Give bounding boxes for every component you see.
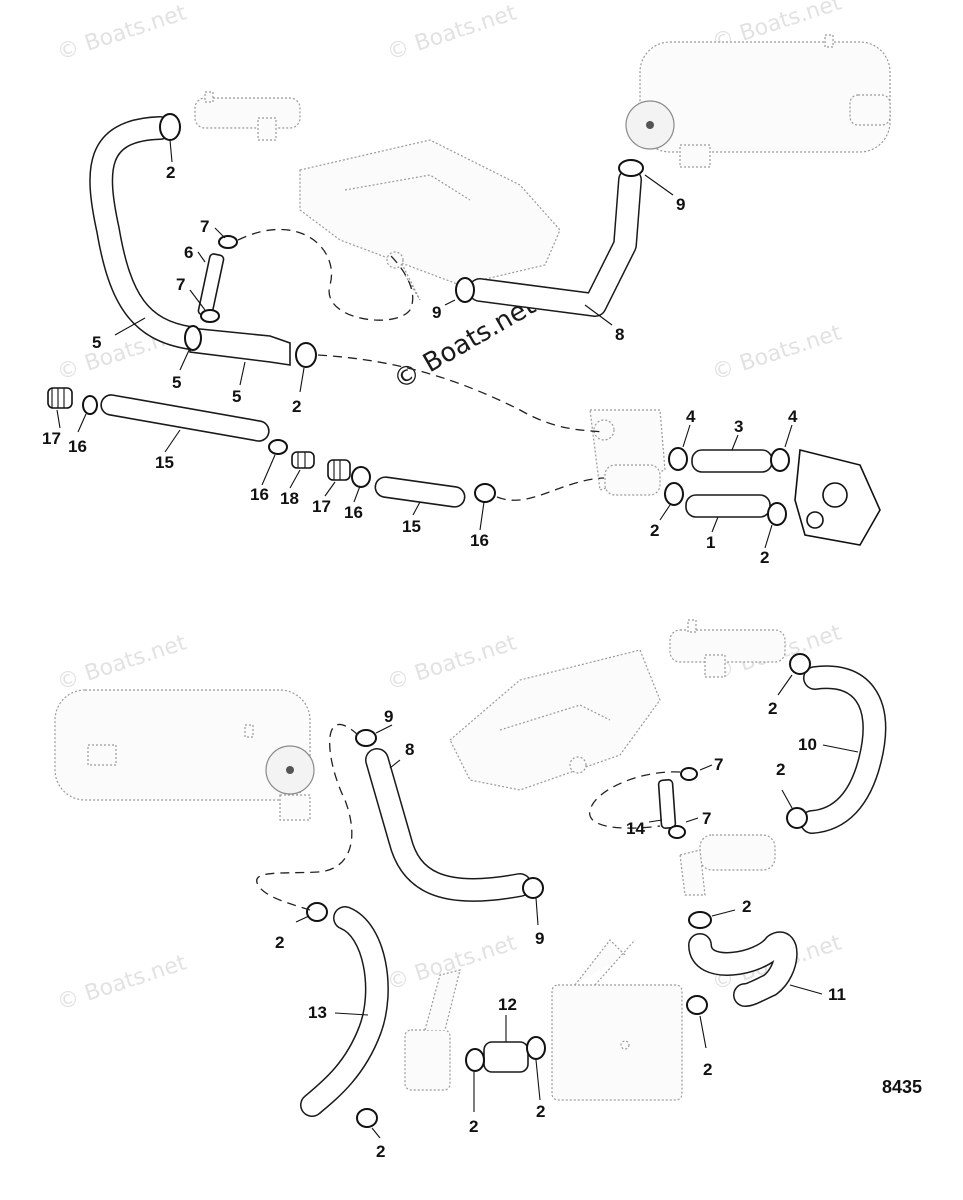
heat-exchanger-ghost [194, 91, 301, 141]
callout-label: 5 [232, 387, 241, 406]
hose-clamp [306, 653, 811, 1128]
callout-label: 6 [184, 243, 193, 262]
callout-label: 2 [469, 1117, 478, 1136]
heat-exchanger-ghost [54, 689, 315, 821]
callout-label: 17 [42, 429, 61, 448]
callout-label: 2 [760, 548, 769, 567]
callout-label: 15 [402, 517, 421, 536]
callout-label: 8 [615, 325, 624, 344]
callout-label: 2 [275, 933, 284, 952]
fitting-17 [47, 387, 73, 409]
callouts: 2 9 7 6 7 9 8 5 5 5 2 17 16 15 16 18 17 … [42, 163, 798, 567]
callout-label: 3 [734, 417, 743, 436]
route-line [317, 354, 605, 433]
heat-exchanger-ghost [669, 619, 786, 678]
leader-lines [295, 674, 859, 1139]
callout-label: 2 [776, 760, 785, 779]
watermark: © Boats.net [54, 950, 190, 1015]
callout-label: 7 [714, 755, 723, 774]
leader-lines [56, 139, 793, 549]
callout-label: 10 [798, 735, 817, 754]
heat-exchanger-ghost [625, 34, 891, 168]
callout-label: 2 [742, 897, 751, 916]
hose-14 [657, 779, 677, 829]
hose-5-straight [189, 327, 291, 366]
fitting-18 [291, 451, 315, 469]
watermark: © Boats.net [384, 630, 520, 695]
route-line [496, 477, 605, 501]
callout-label: 7 [200, 217, 209, 236]
top-assembly: 2 9 7 6 7 9 8 5 5 5 2 17 16 15 16 18 17 … [42, 34, 891, 567]
hose-6 [197, 253, 225, 317]
callout-label: 4 [686, 407, 696, 426]
callout-label: 2 [536, 1102, 545, 1121]
callout-label: 9 [432, 303, 441, 322]
circulating-pump [794, 448, 881, 546]
callout-label: 2 [376, 1142, 385, 1161]
callout-label: 2 [166, 163, 175, 182]
callout-label: 11 [828, 985, 846, 1004]
callout-label: 16 [470, 531, 489, 550]
thermostat-housing-ghost [589, 409, 666, 496]
callout-label: 2 [768, 699, 777, 718]
callout-label: 2 [650, 521, 659, 540]
callout-label: 16 [250, 485, 269, 504]
hose-15 [100, 394, 270, 442]
callout-label: 13 [308, 1003, 327, 1022]
hose-15 [374, 476, 466, 508]
fitting-17 [327, 459, 351, 481]
watermark: © Boats.net [54, 630, 190, 695]
bottom-assembly: 9 8 2 10 2 7 14 7 2 9 2 13 12 11 2 2 2 2 [54, 619, 887, 1161]
route-line [237, 228, 414, 321]
callout-label: 16 [68, 437, 87, 456]
watermark: © Boats.net [709, 320, 845, 385]
callout-label: 7 [176, 275, 185, 294]
callout-label: 2 [292, 397, 301, 416]
callouts: 9 8 2 10 2 7 14 7 2 9 2 13 12 11 2 2 2 2 [275, 699, 846, 1161]
callout-label: 12 [498, 995, 517, 1014]
callout-label: 1 [706, 533, 715, 552]
route-line [256, 723, 359, 911]
callout-label: 5 [172, 373, 181, 392]
valve-body [404, 969, 461, 1091]
callout-label: 15 [155, 453, 174, 472]
callout-label: 9 [384, 707, 393, 726]
hose-clamp [82, 113, 790, 526]
callout-label: 2 [703, 1060, 712, 1079]
callout-label: 17 [312, 497, 331, 516]
callout-label: 9 [535, 929, 544, 948]
callout-label: 8 [405, 740, 414, 759]
watermark: © Boats.net [384, 0, 520, 65]
callout-label: 18 [280, 489, 299, 508]
callout-label: 4 [788, 407, 798, 426]
watermark: © Boats.net [54, 0, 190, 65]
hose-12 [483, 1041, 529, 1073]
figure-number: 8435 [882, 1077, 922, 1097]
exhaust-manifold-ghost [449, 649, 661, 791]
hose-3 [691, 449, 773, 473]
exhaust-manifold-ghost [299, 139, 561, 301]
route-line [589, 771, 681, 829]
hose-1 [685, 494, 771, 518]
thermostat-housing-ghost [679, 834, 776, 896]
callout-label: 7 [702, 809, 711, 828]
callout-label: 5 [92, 333, 101, 352]
callout-label: 16 [344, 503, 363, 522]
callout-label: 9 [676, 195, 685, 214]
fuel-cooler [551, 939, 683, 1101]
callout-label: 14 [626, 819, 645, 838]
